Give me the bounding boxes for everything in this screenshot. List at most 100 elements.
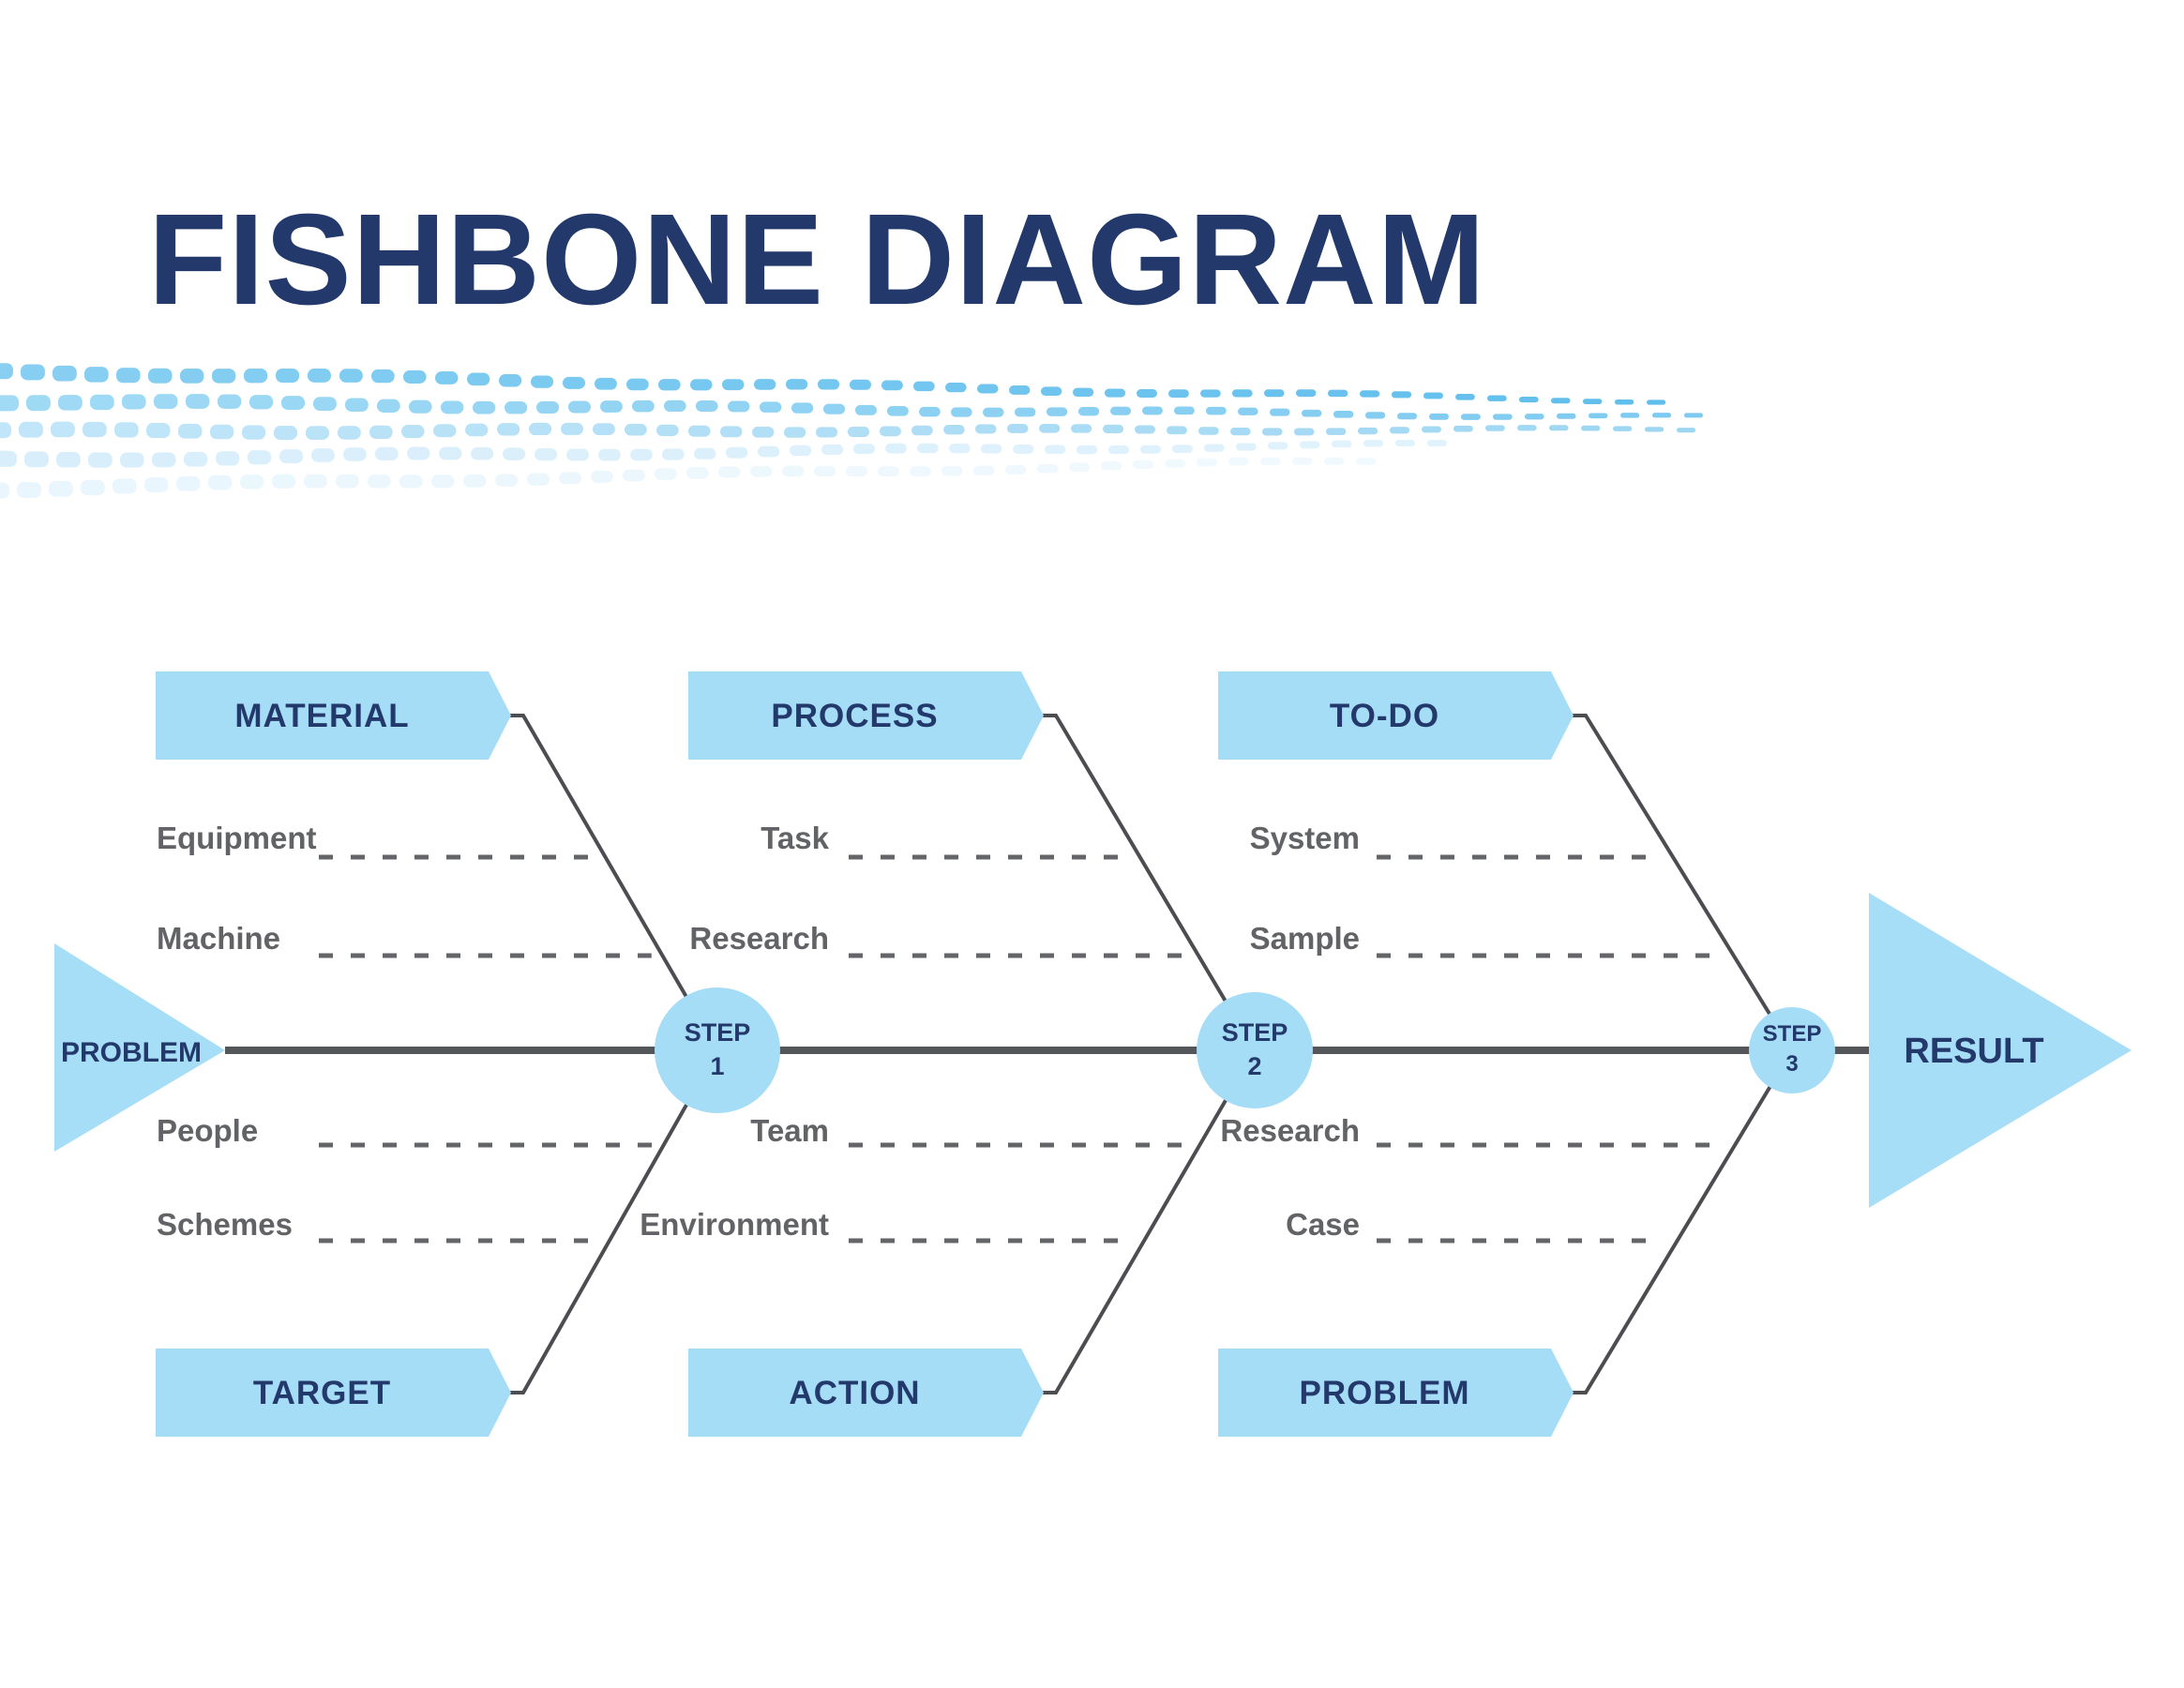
wave-dot [1677, 428, 1696, 433]
wave-dot [568, 400, 591, 414]
wave-dot [1392, 391, 1412, 399]
wave-dot [17, 482, 41, 498]
wave-dot [116, 368, 141, 384]
wave-dot [1135, 425, 1155, 434]
wave-dot [818, 379, 840, 390]
wave-dot [368, 475, 391, 489]
wave-dot [58, 395, 83, 411]
wave-dot [401, 425, 425, 439]
wave-dot [1363, 440, 1384, 447]
wave-dot [760, 401, 782, 413]
wave-dot [1487, 395, 1507, 401]
wave-dot [821, 444, 844, 455]
wave-dot [216, 451, 240, 466]
wave-dot [371, 369, 395, 384]
cause-label-equipment: Equipment [157, 821, 317, 855]
wave-dot [1005, 465, 1027, 475]
wave-dot [791, 402, 814, 414]
wave-dot [1197, 458, 1217, 467]
wave-dot [1230, 427, 1251, 436]
wave-dot [180, 369, 204, 384]
banner-bottom-target-label: TARGET [253, 1375, 391, 1411]
wave-dot [1557, 413, 1576, 419]
wave-dot [595, 377, 617, 390]
decorative-wave [0, 363, 1704, 499]
wave-dot [343, 447, 367, 461]
wave-dot [664, 399, 686, 413]
bone-bottom-3 [1572, 1048, 1794, 1394]
wave-dot [471, 446, 494, 460]
wave-dot [561, 422, 584, 435]
banner-top-to-do [1218, 671, 1574, 760]
wave-dot [1395, 439, 1416, 447]
wave-dot [208, 475, 233, 490]
wave-dot [26, 395, 51, 412]
wave-dot [919, 406, 941, 417]
wave-dot [1519, 396, 1539, 403]
wave-dot [945, 382, 967, 393]
wave-dot [306, 426, 329, 441]
wave-dot [1581, 425, 1601, 431]
wave-dot [304, 474, 327, 489]
wave-dot [435, 371, 459, 384]
wave-dot [885, 443, 907, 454]
wave-dot [90, 394, 114, 411]
wave-dot [276, 368, 300, 384]
wave-dot [754, 379, 776, 390]
wave-dot [1236, 443, 1257, 451]
wave-dot [56, 451, 81, 468]
wave-dot [467, 372, 490, 386]
wave-dot [281, 396, 305, 411]
bone-top-2 [1042, 714, 1257, 1052]
wave-dot [51, 421, 75, 438]
wave-dot [1045, 445, 1066, 455]
wave-dot [1328, 389, 1348, 398]
wave-dot [1069, 462, 1091, 473]
wave-dot [1013, 445, 1034, 454]
result-tail-label: RESULT [1904, 1032, 2043, 1071]
wave-dot [1047, 407, 1068, 416]
wave-dot [308, 369, 331, 383]
banner-bottom-action [688, 1349, 1044, 1437]
wave-dot [399, 475, 423, 489]
wave-dot [1652, 413, 1672, 418]
cause-label-people: People [157, 1113, 258, 1148]
wave-dot [21, 364, 45, 381]
wave-dot [951, 407, 972, 417]
wave-dot [1105, 388, 1126, 398]
wave-dot [1525, 414, 1544, 420]
wave-dot [911, 425, 933, 436]
cause-label-task: Task [761, 821, 829, 855]
wave-dot [846, 466, 867, 477]
wave-dot [981, 444, 1002, 454]
wave-dot [1270, 408, 1290, 416]
wave-dot [718, 466, 741, 478]
wave-dot [656, 424, 679, 437]
wave-dot [1137, 389, 1157, 398]
banner-top-process [688, 671, 1044, 760]
bone-bottom-2 [1042, 1048, 1257, 1394]
wave-dot [114, 422, 139, 438]
wave-dot [1302, 409, 1322, 417]
wave-dot [497, 423, 520, 436]
wave-dot [113, 478, 137, 494]
wave-dot [855, 404, 877, 415]
wave-dot [686, 467, 709, 479]
wave-dot [720, 426, 743, 438]
wave-dot [1103, 424, 1124, 433]
wave-dot [499, 373, 522, 387]
wave-dot [975, 424, 997, 434]
wave-dot [1232, 389, 1253, 398]
wave-dot [503, 447, 526, 460]
wave-dot [728, 400, 750, 413]
wave-dot [83, 421, 107, 438]
wave-dot [53, 365, 77, 382]
wave-dot [1238, 407, 1258, 415]
wave-dot [0, 482, 9, 499]
wave-dot [600, 400, 623, 413]
wave-dot [19, 421, 43, 438]
wave-dot [1427, 440, 1447, 446]
wave-dot [377, 399, 400, 413]
